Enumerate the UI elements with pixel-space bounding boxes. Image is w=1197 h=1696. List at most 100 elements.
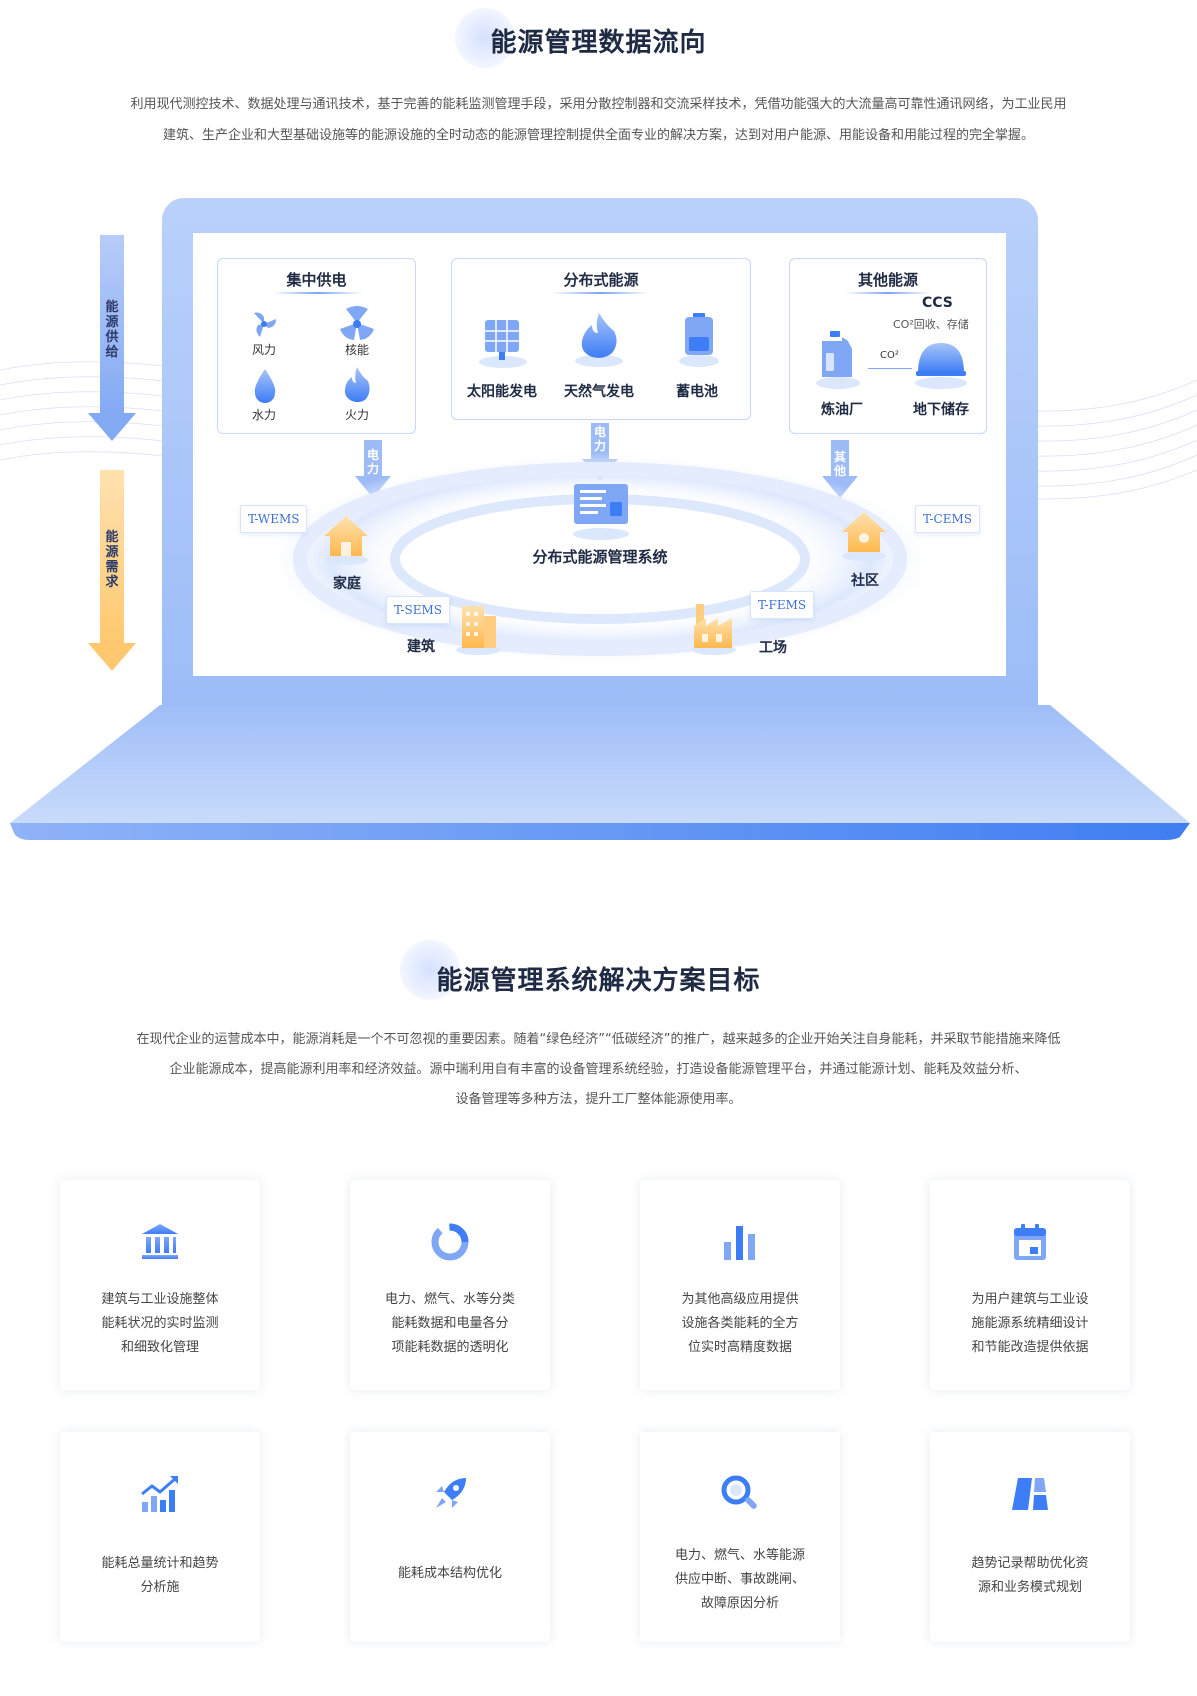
title-decoration [455, 8, 515, 68]
gas-label: 天然气发电 [564, 384, 634, 400]
section1-intro: 利用现代测控技术、数据处理与通讯技术，基于完善的能耗监测管理手段，采用分散控制器… [70, 89, 1127, 151]
card-line: 电力、燃气、水等分类 [384, 1292, 515, 1307]
demand-arrow [88, 470, 136, 671]
card-line: 为用户建筑与工业设 [971, 1292, 1089, 1307]
goal-card-text: 为其他高级应用提供 设施各类能耗的全方 位实时高精度数据 [655, 1288, 825, 1360]
other-label-right: 其他 [833, 450, 846, 478]
intro-line: 企业能源成本，提高能源利用率和经济效益。源中瑞利用自有丰富的设备管理系统经验，打… [169, 1062, 1028, 1077]
card-line: 和细致化管理 [120, 1340, 199, 1355]
factory-label: 工场 [759, 640, 787, 656]
trend-chart-icon [141, 1476, 178, 1512]
card-line: 分析施 [140, 1580, 180, 1595]
bank-icon [142, 1224, 178, 1259]
home-label: 家庭 [333, 576, 361, 592]
goal-card: 建筑与工业设施整体 能耗状况的实时监测 和细致化管理 [60, 1180, 260, 1390]
search-icon [721, 1475, 757, 1509]
management-system-icon [573, 484, 629, 540]
laptop-base [10, 705, 1190, 840]
page-title: 能源管理数据流向 [490, 28, 707, 58]
solar-panel-icon [479, 320, 527, 368]
water-drop-icon [254, 369, 276, 403]
house-icon [324, 516, 368, 565]
card-line: 趋势记录帮助优化资 [971, 1556, 1089, 1571]
other-energy-box: 其他能源 CCS CO²回收、存储 炼油厂 CO² 地下储存 [789, 258, 987, 434]
other-energy-title: 其他能源 [857, 271, 918, 289]
goal-card: 趋势记录帮助优化资 源和业务模式规划 [930, 1432, 1130, 1642]
title-underline [845, 292, 931, 294]
building-icon [456, 606, 500, 655]
title-underline [552, 292, 650, 294]
goal-card-text: 能耗成本结构优化 [365, 1562, 535, 1586]
flame-icon [344, 367, 370, 403]
battery-label: 蓄电池 [676, 384, 718, 400]
card-line: 位实时高精度数据 [687, 1340, 792, 1355]
gas-flame-icon [575, 313, 623, 367]
co2-label: CO² [880, 350, 899, 361]
distributed-energy-box: 分布式能源 太阳能发电 天然气发电 蓄电池 [451, 258, 751, 420]
donut-icon [431, 1223, 469, 1261]
intro-line: 建筑、生产企业和大型基础设施等的能源设施的全时动态的能源管理控制提供全面专业的解… [162, 128, 1034, 143]
demand-label: 能源需求 [105, 530, 119, 590]
card-line: 为其他高级应用提供 [681, 1292, 799, 1307]
refinery-label: 炼油厂 [821, 402, 863, 418]
intro-line: 利用现代测控技术、数据处理与通讯技术，基于完善的能耗监测管理手段，采用分散控制器… [130, 97, 1067, 112]
goal-card-text: 电力、燃气、水等分类 能耗数据和电量各分 项能耗数据的透明化 [365, 1288, 535, 1360]
hydro-label: 水力 [251, 408, 276, 422]
goal-card-text: 趋势记录帮助优化资 源和业务模式规划 [945, 1552, 1115, 1600]
card-line: 建筑与工业设施整体 [101, 1292, 219, 1307]
card-line: 和节能改造提供依据 [971, 1340, 1089, 1355]
goal-card: 电力、燃气、水等分类 能耗数据和电量各分 项能耗数据的透明化 [350, 1180, 550, 1390]
battery-icon [679, 313, 719, 367]
card-line: 能耗状况的实时监测 [101, 1316, 219, 1331]
distributed-energy-title: 分布式能源 [563, 271, 639, 289]
wind-icon [254, 312, 276, 337]
solar-label: 太阳能发电 [467, 384, 537, 400]
system-label: 分布式能源管理系统 [532, 548, 668, 566]
title-decoration [400, 940, 460, 1000]
central-power-title: 集中供电 [286, 271, 347, 289]
card-line: 能耗成本结构优化 [397, 1566, 502, 1581]
power-label-mid: 电力 [593, 425, 606, 453]
card-line: 电力、燃气、水等能源 [674, 1548, 805, 1563]
goal-card: 能耗总量统计和趋势 分析施 [60, 1432, 260, 1642]
community-icon [842, 512, 886, 561]
storage-label: 地下储存 [913, 402, 969, 418]
power-label-left: 电力 [366, 448, 379, 476]
intro-line: 设备管理等多种方法，提升工厂整体能源使用率。 [455, 1092, 742, 1107]
card-line: 设施各类能耗的全方 [681, 1316, 799, 1331]
goal-card-text: 电力、燃气、水等能源 供应中断、事故跳闸、 故障原因分析 [655, 1544, 825, 1616]
intro-line: 在现代企业的运营成本中，能源消耗是一个不可忽视的重要因素。随着“绿色经济”“低碳… [136, 1032, 1061, 1047]
tag-wems: T-WEMS [240, 505, 308, 533]
building-label: 建筑 [407, 639, 435, 655]
bar-chart-icon [724, 1226, 755, 1260]
goal-card: 为其他高级应用提供 设施各类能耗的全方 位实时高精度数据 [640, 1180, 840, 1390]
goal-card-text: 能耗总量统计和趋势 分析施 [75, 1552, 245, 1600]
tag-sems: T-SEMS [386, 596, 450, 624]
card-line: 能耗数据和电量各分 [391, 1316, 509, 1331]
section-title: 能源管理系统解决方案目标 [436, 966, 761, 996]
factory-icon [692, 604, 736, 655]
card-line: 供应中断、事故跳闸、 [674, 1572, 805, 1587]
central-power-box: 集中供电 风力 核能 水力 火力 [217, 258, 416, 434]
goal-card: 能耗成本结构优化 [350, 1432, 550, 1642]
goal-card-text: 为用户建筑与工业设 施能源系统精细设计 和节能改造提供依据 [945, 1288, 1115, 1360]
co2-connector [868, 368, 912, 369]
refinery-icon [816, 331, 860, 389]
title-underline [273, 292, 363, 294]
nuclear-label: 核能 [344, 343, 369, 357]
ccs-sublabel: CO²回收、存储 [893, 318, 969, 331]
rocket-icon [436, 1478, 466, 1508]
storage-dome-icon [915, 343, 967, 389]
card-line: 故障原因分析 [700, 1596, 779, 1611]
supply-label: 能源供给 [105, 300, 119, 360]
supply-arrow [88, 235, 136, 441]
goal-card: 电力、燃气、水等能源 供应中断、事故跳闸、 故障原因分析 [640, 1432, 840, 1642]
card-line: 项能耗数据的透明化 [391, 1340, 509, 1355]
card-line: 能耗总量统计和趋势 [101, 1556, 219, 1571]
wind-label: 风力 [251, 343, 276, 357]
community-label: 社区 [851, 573, 879, 589]
card-line: 施能源系统精细设计 [971, 1316, 1089, 1331]
layout-icon [1012, 1478, 1048, 1510]
ccs-label: CCS [922, 295, 953, 311]
section2-intro: 在现代企业的运营成本中，能源消耗是一个不可忽视的重要因素。随着“绿色经济”“低碳… [70, 1025, 1127, 1115]
